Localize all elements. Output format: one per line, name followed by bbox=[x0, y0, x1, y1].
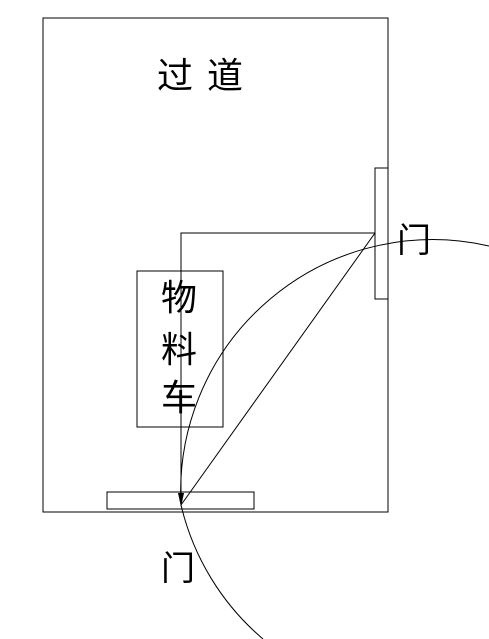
reference-lines bbox=[180, 232, 375, 505]
diagonal-line bbox=[180, 232, 376, 506]
bottom-door-label: 门 bbox=[161, 549, 195, 589]
cart-label-char-3: 车 bbox=[161, 378, 197, 419]
right-door-label: 门 bbox=[397, 221, 431, 261]
material-cart-box bbox=[136, 270, 224, 428]
pivot-marker bbox=[178, 493, 184, 507]
corridor-label: 过道 bbox=[157, 56, 257, 97]
cart-label-char-1: 物 bbox=[161, 278, 197, 319]
right-door-frame bbox=[374, 167, 389, 300]
cart-label-char-2: 料 bbox=[161, 330, 197, 371]
door-swing-arc bbox=[180, 239, 489, 639]
